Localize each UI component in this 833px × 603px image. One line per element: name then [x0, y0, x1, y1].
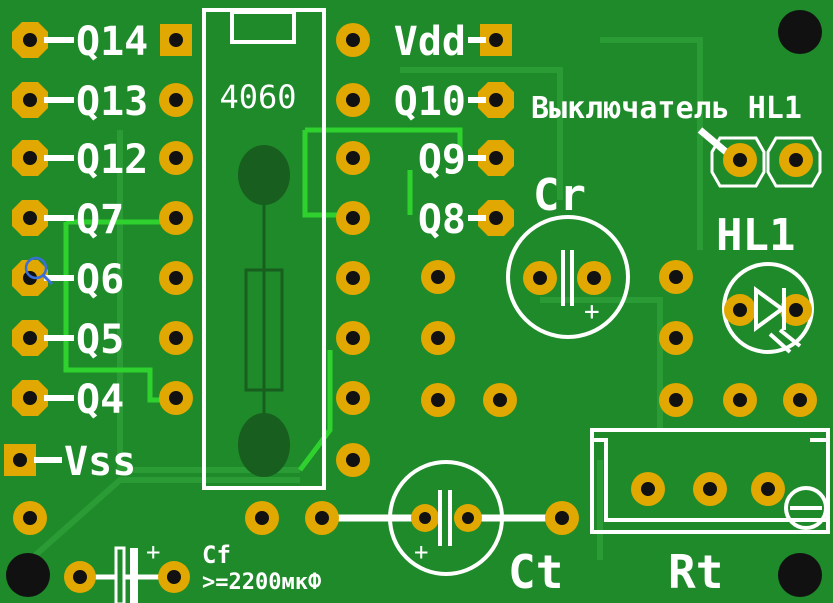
middle-pads: [421, 260, 817, 417]
mounting-hole-icon: [6, 10, 822, 597]
pin-label-q13: Q13: [76, 79, 148, 125]
svg-text:+: +: [584, 297, 600, 327]
switch-hl1: Выключатель HL1: [531, 91, 822, 188]
cf-label: Cf: [202, 541, 231, 569]
capacitor-cr: Cr +: [506, 170, 630, 339]
ct-label: Ct: [508, 545, 563, 599]
background-traces: [28, 37, 703, 563]
pin-label-q12: Q12: [76, 137, 148, 183]
chip-right-pins: [336, 23, 370, 477]
pin-label-q9: Q9: [418, 137, 466, 183]
led-icon: [754, 286, 802, 354]
right-header: [478, 24, 514, 236]
led-hl1: HL1: [716, 210, 814, 354]
magnifier-icon: [24, 256, 54, 286]
pin-label-q4: Q4: [76, 377, 124, 423]
trimmer-rt: Rt: [590, 428, 830, 599]
chip-4060: 4060: [202, 8, 326, 490]
hl1-label: HL1: [716, 210, 795, 261]
cf-value: >=2200мкФ: [202, 570, 321, 595]
svg-text:+: +: [146, 538, 160, 566]
misc-pads-bottom: [13, 501, 279, 535]
pin-label-q10: Q10: [394, 79, 466, 125]
pin-label-q7: Q7: [76, 197, 124, 243]
pin-label-q14: Q14: [76, 19, 148, 65]
pin-label-vdd: Vdd: [394, 19, 466, 65]
pin-label-q5: Q5: [76, 317, 124, 363]
chip-label: 4060: [219, 78, 296, 116]
svg-text:+: +: [414, 538, 428, 566]
chip-left-pins: [159, 24, 193, 415]
switch-label: Выключатель HL1: [531, 91, 802, 126]
rt-label: Rt: [668, 545, 723, 599]
capacitor-cf: + Cf >=2200мкФ: [64, 538, 321, 603]
pin-label-q6: Q6: [76, 257, 124, 303]
pin-label-q8: Q8: [418, 197, 466, 243]
cr-label: Cr: [533, 170, 586, 221]
pin-label-vss: Vss: [64, 439, 136, 485]
left-header: [4, 22, 48, 476]
capacitor-ct: + Ct: [305, 460, 579, 599]
